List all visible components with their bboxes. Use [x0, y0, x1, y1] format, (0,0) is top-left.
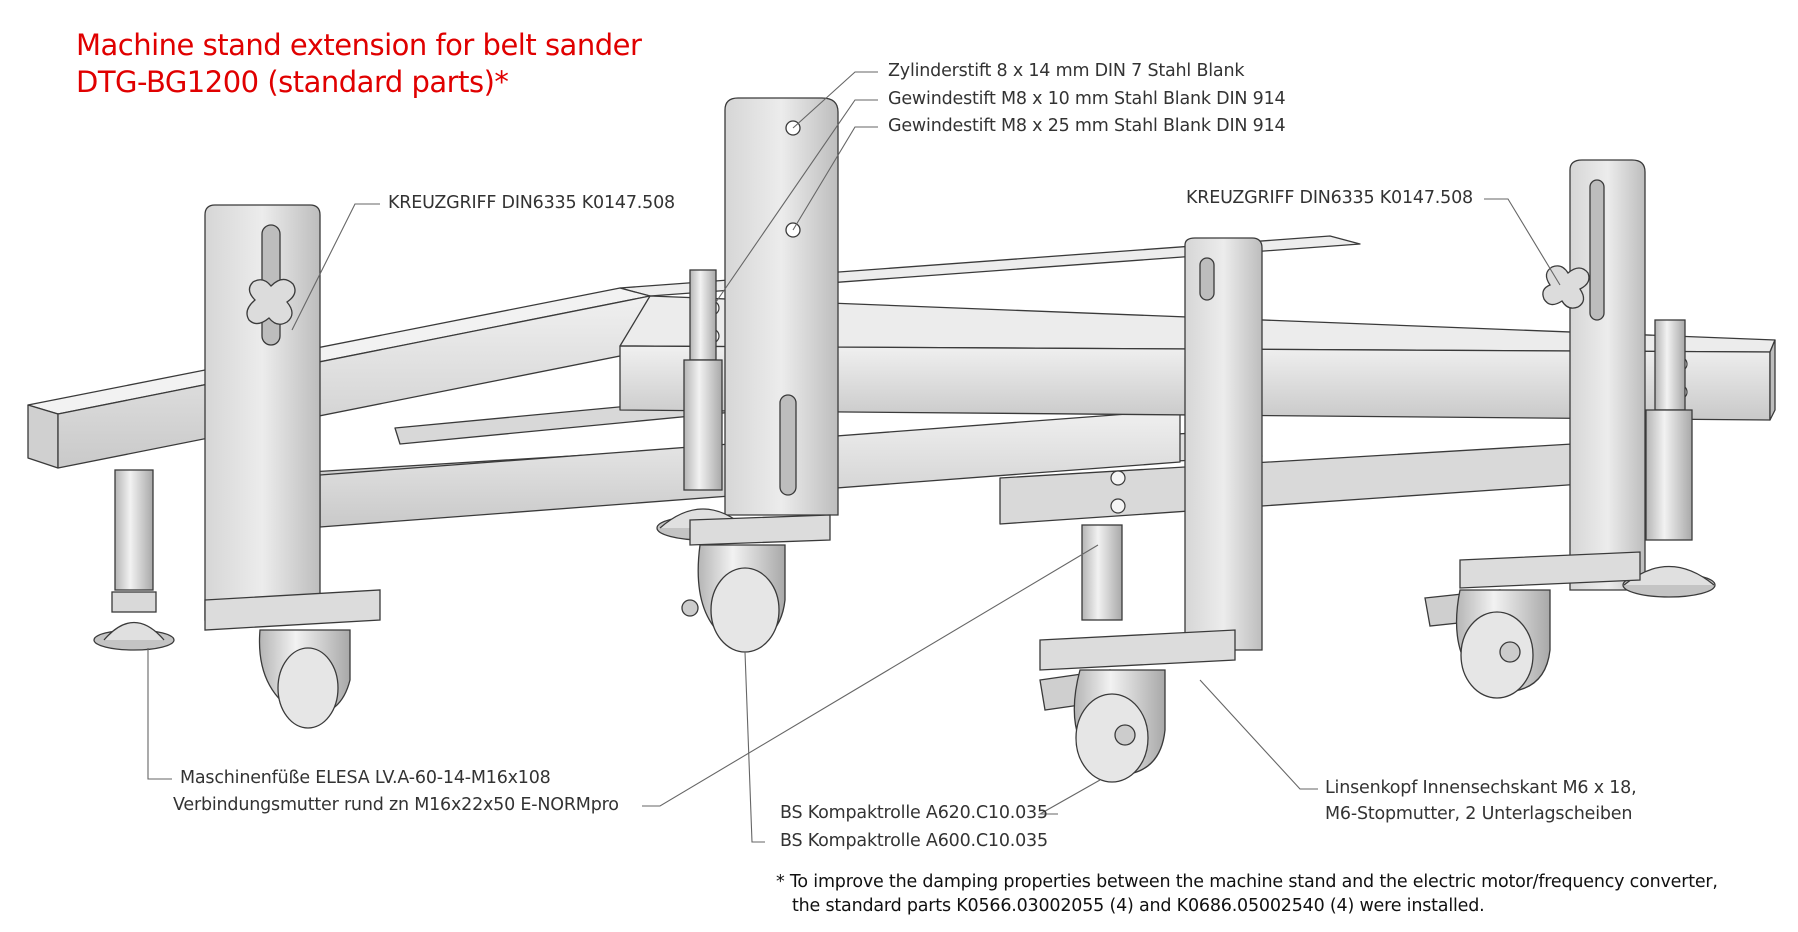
leader-kreuzgriff-right — [1484, 198, 1561, 286]
foot-rightmid-stem — [1081, 524, 1123, 621]
leader-verbindungsmutter — [642, 544, 1099, 807]
caster-center-plate — [689, 514, 831, 546]
title-line-2: DTG-BG1200 (standard parts)* — [76, 65, 509, 99]
foot-farright-stem — [1645, 409, 1693, 541]
foot-farright-stem-top — [1654, 319, 1686, 411]
foot-center-stem-top — [689, 269, 717, 361]
leader-gewindestift-10 — [715, 99, 878, 303]
leader-kreuzgriff-left — [291, 203, 380, 331]
footnote-line-2: the standard parts K0566.03002055 (4) an… — [792, 896, 1485, 916]
right-rail-end — [1769, 339, 1776, 421]
leader-zylinderstift — [792, 71, 878, 129]
plate-far-right — [1569, 159, 1646, 591]
caster-left-plate — [204, 589, 381, 631]
rail-hole-5 — [1110, 470, 1126, 486]
star-knob-right — [1542, 265, 1590, 309]
caster-farright-wheel — [1460, 611, 1534, 699]
label-maschinenfuesse: Maschinenfüße ELESA LV.A-60-14-M16x108 — [180, 768, 551, 788]
leader-maschinenfuesse — [147, 648, 172, 780]
plate-far-right-slot — [1589, 179, 1605, 321]
label-verbindungsmutter: Verbindungsmutter rund zn M16x22x50 E-NO… — [173, 795, 619, 815]
label-kreuzgriff-left: KREUZGRIFF DIN6335 K0147.508 — [388, 193, 675, 213]
footnote-line-1: * To improve the damping properties betw… — [776, 872, 1718, 892]
label-kreuzgriff-right: KREUZGRIFF DIN6335 K0147.508 — [1186, 188, 1473, 208]
leader-linsenkopf — [1199, 679, 1318, 790]
label-kompaktrolle-600: BS Kompaktrolle A600.C10.035 — [780, 831, 1048, 851]
caster-rightmid-plate — [1039, 629, 1236, 671]
label-zylinderstift: Zylinderstift 8 x 14 mm DIN 7 Stahl Blan… — [888, 61, 1245, 81]
caster-rightmid-wheel — [1075, 693, 1149, 783]
leader-kompaktrolle-600 — [744, 651, 765, 843]
star-knob-left — [246, 278, 296, 325]
foot-left-nut — [111, 591, 157, 613]
label-linsenkopf-line-2: M6-Stopmutter, 2 Unterlagscheiben — [1325, 804, 1633, 824]
foot-left-stem — [114, 469, 154, 591]
plate-right-mid-slot — [1199, 257, 1215, 301]
label-linsenkopf-line-1: Linsenkopf Innensechskant M6 x 18, — [1325, 778, 1637, 798]
title-line-1: Machine stand extension for belt sander — [76, 28, 642, 62]
leader-gewindestift-25 — [792, 126, 878, 231]
plate-center-slot — [779, 394, 797, 496]
foot-center-stem — [683, 359, 723, 491]
caster-left-wheel — [277, 647, 339, 729]
caster-center-wheel — [710, 567, 780, 653]
label-kompaktrolle-620: BS Kompaktrolle A620.C10.035 — [780, 803, 1048, 823]
label-gewindestift-10: Gewindestift M8 x 10 mm Stahl Blank DIN … — [888, 89, 1286, 109]
caster-farright-plate — [1459, 551, 1641, 589]
label-gewindestift-25: Gewindestift M8 x 25 mm Stahl Blank DIN … — [888, 116, 1286, 136]
leader-kompaktrolle-620 — [1037, 779, 1101, 815]
left-rail-front — [27, 404, 59, 469]
rail-hole-6 — [1110, 498, 1126, 514]
plate-right-mid — [1184, 237, 1263, 651]
